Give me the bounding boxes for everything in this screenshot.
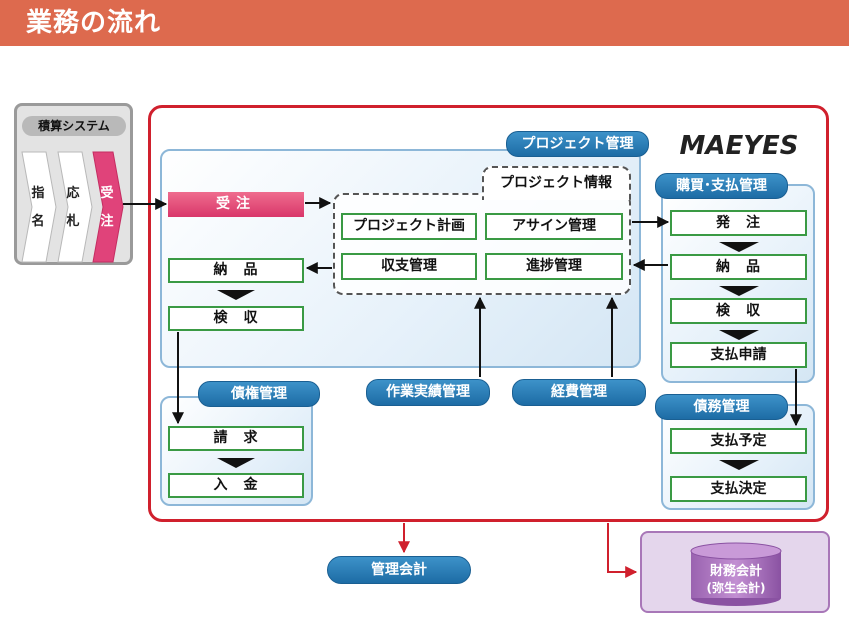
- step-shimei-char2: 名: [31, 214, 45, 229]
- project-info-title: プロジェクト情報: [486, 170, 626, 196]
- step-juchu-char2: 注: [100, 214, 114, 229]
- sagyou-jisseki-title: 作業実績管理: [366, 379, 490, 406]
- sekisan-system-title: 積算システム: [22, 116, 126, 136]
- down-triangle-kenshu-shinsei: [719, 330, 759, 340]
- yayoi-kaikei-label: (弥生会計): [706, 581, 766, 595]
- down-triangle-seikyu-nyukin: [217, 458, 255, 468]
- seikyu-box: 請 求: [168, 426, 304, 451]
- keihi-title: 経費管理: [512, 379, 646, 406]
- down-triangle-nouhin-kenshu: [217, 290, 255, 300]
- saiken-title: 債権管理: [198, 381, 320, 407]
- saimu-title: 債務管理: [655, 394, 788, 420]
- page-title: 業務の流れ: [0, 0, 849, 46]
- step-ousatsu-char1: 応: [66, 186, 80, 201]
- down-triangle-nouhin-kenshu-koubai: [719, 286, 759, 296]
- step-ousatsu-char2: 札: [66, 214, 80, 229]
- zaimu-kaikei-label: 財務会計: [709, 564, 762, 579]
- koubai-kenshu-box: 検 収: [670, 298, 807, 324]
- maeyes-logo: MAEYES: [679, 131, 799, 161]
- nouhin-box: 納 品: [168, 258, 304, 283]
- arrow-to-zaimu-kaikei: [607, 523, 638, 578]
- kenshu-box: 検 収: [168, 306, 304, 331]
- kanri-kaikei-title: 管理会計: [327, 556, 471, 584]
- project-management-title: プロジェクト管理: [506, 131, 649, 157]
- project-plan-box: プロジェクト計画: [341, 213, 477, 240]
- shiharai-kettei-box: 支払決定: [670, 476, 807, 502]
- shiharai-shinsei-box: 支払申請: [670, 342, 807, 368]
- step-shimei-char1: 指: [31, 186, 45, 201]
- assign-management-box: アサイン管理: [485, 213, 623, 240]
- income-expense-box: 収支管理: [341, 253, 477, 280]
- nyukin-box: 入 金: [168, 473, 304, 498]
- chevron-juchu: [92, 151, 124, 263]
- chevron-shimei: [21, 151, 57, 263]
- down-triangle-yotei-kettei: [719, 460, 759, 470]
- hacchu-box: 発 注: [670, 210, 807, 236]
- koubai-nouhin-box: 納 品: [670, 254, 807, 280]
- juchu-box: 受注: [168, 192, 304, 217]
- koubai-title: 購買･支払管理: [655, 173, 788, 199]
- chevron-ousatsu: [57, 151, 93, 263]
- down-triangle-hacchu-nouhin: [719, 242, 759, 252]
- progress-management-box: 進捗管理: [485, 253, 623, 280]
- shiharai-yotei-box: 支払予定: [670, 428, 807, 454]
- step-juchu-char1: 受: [100, 186, 114, 201]
- database-cylinder-icon: [690, 542, 782, 606]
